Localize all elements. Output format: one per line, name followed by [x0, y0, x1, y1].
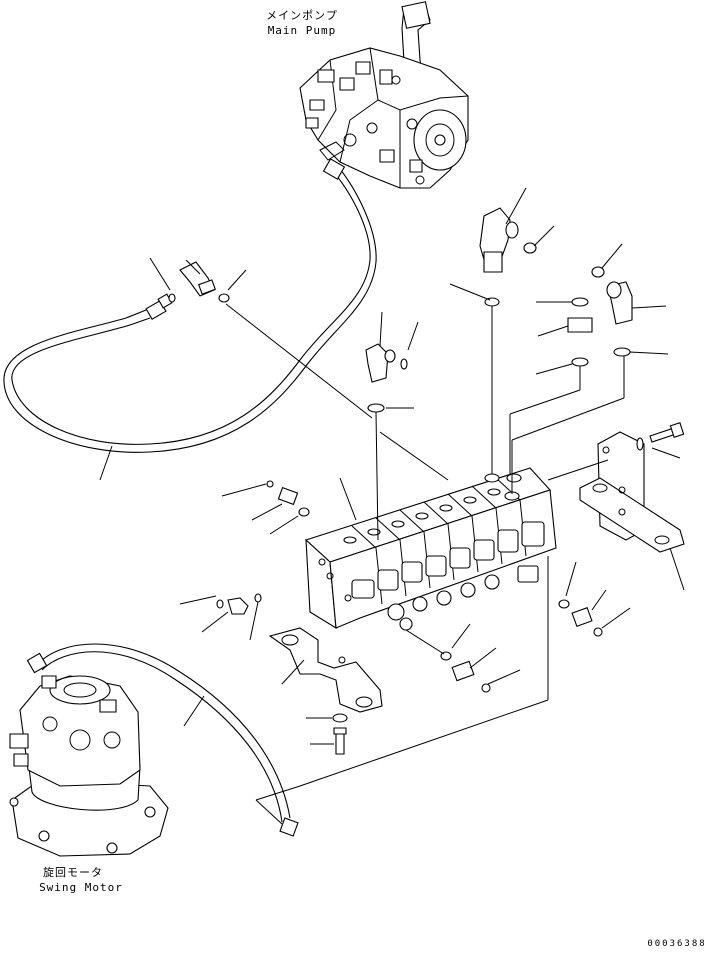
swing-motor-label-en: Swing Motor [39, 881, 123, 894]
main-pump-label-en: Main Pump [267, 24, 337, 37]
straight-connector [485, 298, 630, 366]
adapters-lower-right [441, 600, 602, 692]
bolt-lower [333, 714, 347, 754]
small-elbow-center [366, 344, 407, 412]
swing-motor-label-jp: 旋回モータ [43, 866, 103, 879]
swing-motor [10, 676, 168, 856]
hose-to-swing-motor [27, 644, 298, 836]
leader-lines [100, 188, 684, 824]
control-valve [306, 468, 556, 630]
elbow-adapter-right [592, 267, 632, 324]
mounting-bracket-lower [270, 628, 382, 712]
mounting-bracket-right [580, 432, 684, 552]
elbow-adapter-upper [480, 208, 536, 272]
adapters-left-of-valve [217, 481, 309, 614]
bolt-upper-right [637, 423, 684, 450]
main-pump-label-jp: メインポンプ [266, 9, 338, 22]
main-pump [300, 2, 468, 188]
hose-pump-to-valve [4, 159, 376, 452]
elbow-fitting-left [169, 262, 229, 302]
drawing-number: 00036388 [647, 939, 707, 949]
